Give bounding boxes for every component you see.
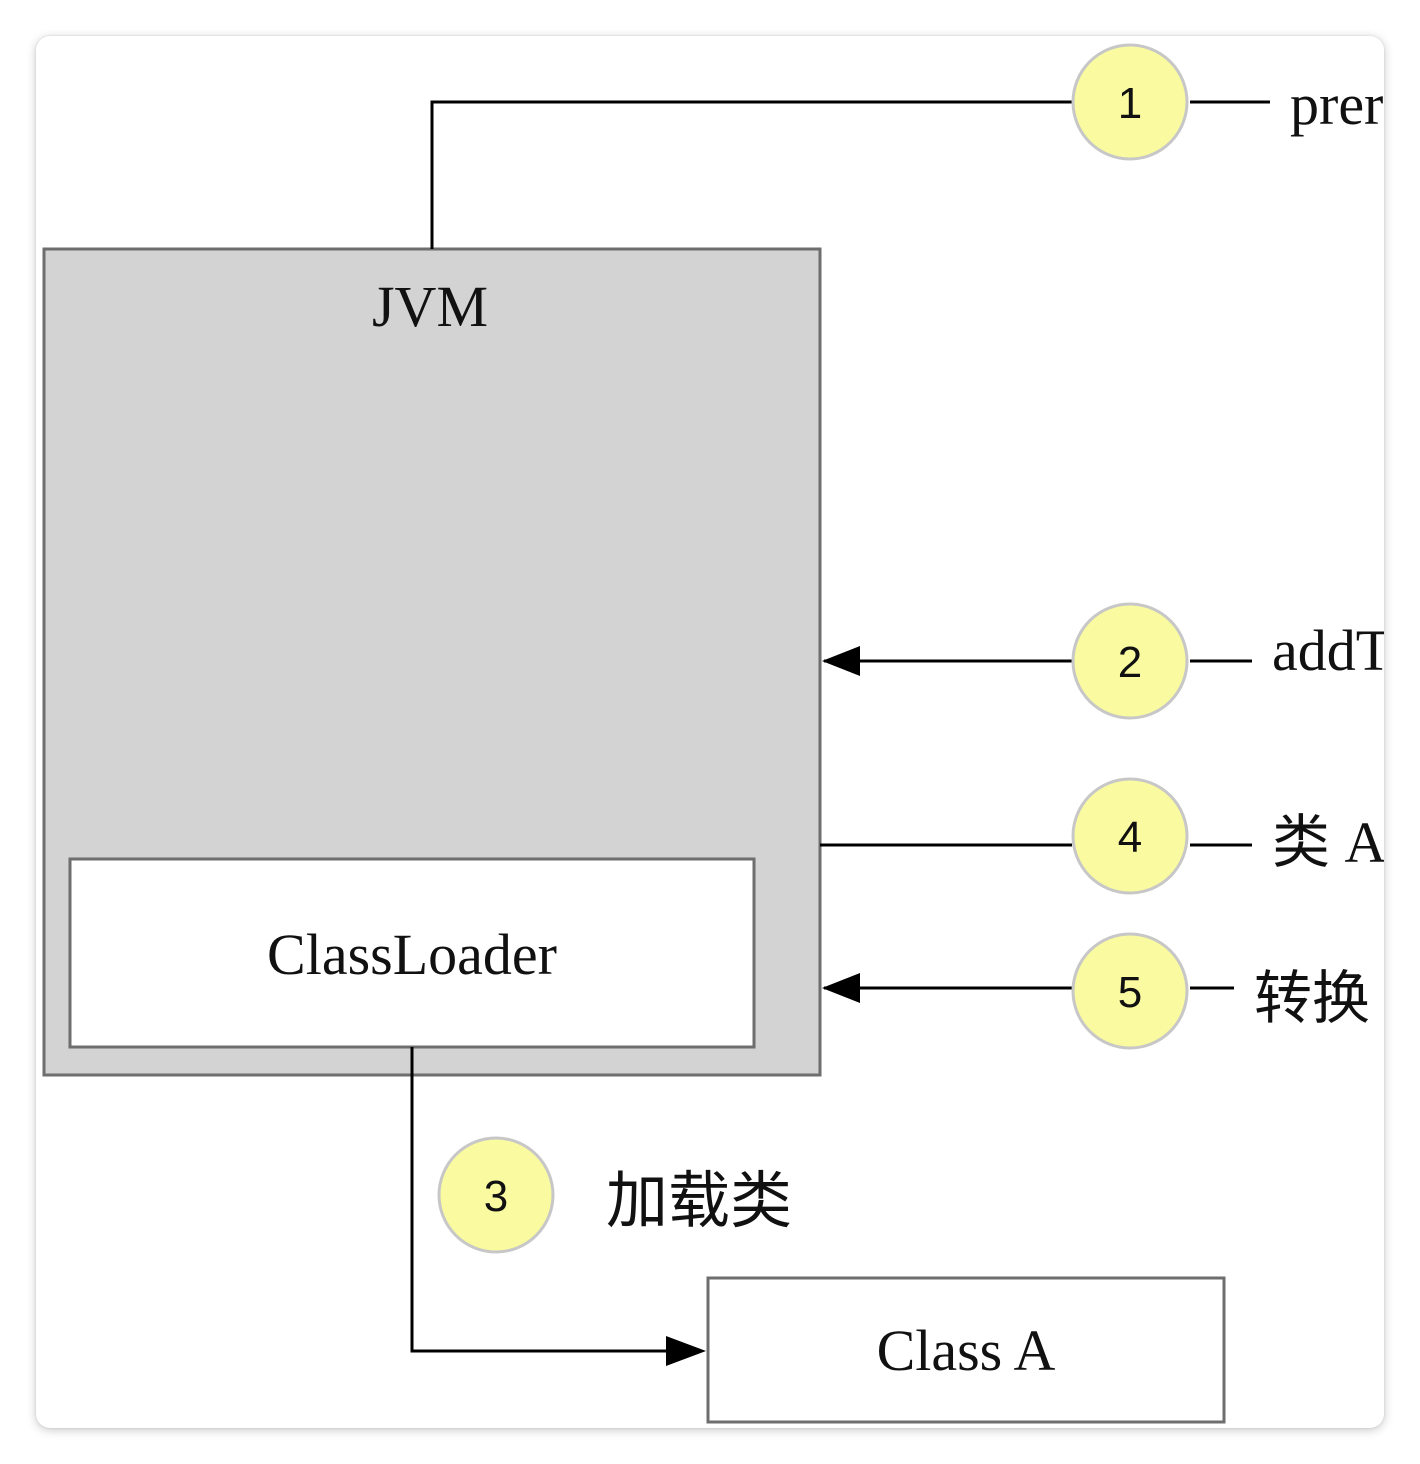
classloader-box (68, 857, 756, 1049)
step-1-label: prer (1290, 72, 1383, 137)
step-5-arrowhead (822, 973, 860, 1003)
step-5-circle (1071, 932, 1189, 1050)
step-3-circle (437, 1136, 555, 1254)
step-3-number: 3 (484, 1172, 508, 1221)
step-3-connector (410, 1047, 668, 1353)
step-3-label: 加载类 (606, 1168, 792, 1236)
step-1-number: 1 (1118, 79, 1142, 128)
step-4-number: 4 (1118, 813, 1142, 862)
jvm-label: JVM (372, 274, 488, 339)
step-1-connector (430, 100, 1072, 249)
step-2-number: 2 (1118, 638, 1142, 687)
class-a-box (706, 1276, 1226, 1424)
class-a-label: Class A (877, 1318, 1056, 1383)
step-5-label: 转换 (1254, 966, 1370, 1031)
step-4-label: 类 A (1272, 810, 1384, 875)
step-5-number: 5 (1118, 968, 1142, 1017)
diagram-card: JVM ClassLoader Class A 1 prer 2 addT 4 … (36, 36, 1384, 1428)
step-2-circle (1071, 602, 1189, 720)
step-1-circle (1071, 43, 1189, 161)
step-4-circle (1071, 777, 1189, 895)
classloader-label: ClassLoader (267, 922, 557, 987)
diagram-canvas: JVM ClassLoader Class A 1 prer 2 addT 4 … (42, 43, 1384, 1424)
step-3-arrowhead (666, 1336, 706, 1366)
step-2-arrowhead (822, 646, 860, 676)
step-2-label: addT (1272, 618, 1384, 683)
